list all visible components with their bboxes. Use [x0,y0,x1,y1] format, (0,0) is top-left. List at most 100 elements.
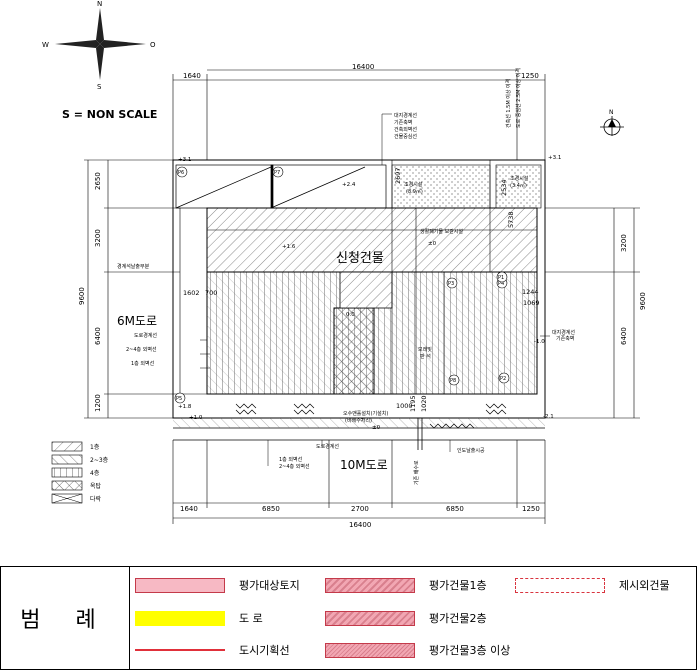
bottom-dimensions [172,440,546,524]
legend-panel: 범 례 평가대상토지 평가건물1층 제시외건물 도 로 평가건물2층 도시기획선… [0,566,697,670]
left-dimensions [84,159,180,419]
legend-swatch [135,577,225,593]
svg-text:(3.4㎡): (3.4㎡) [510,182,527,189]
legend-item-building-1f: 평가건물1층 [325,576,487,594]
svg-text:대지경계선: 대지경계선 [552,329,575,336]
svg-text:3200: 3200 [94,229,102,247]
svg-text:도로경계선: 도로경계선 [316,443,339,450]
svg-text:1640: 1640 [180,505,198,513]
svg-text:도로 중심선 2.5M 이상 이격: 도로 중심선 2.5M 이상 이격 [515,68,522,128]
svg-text:1000: 1000 [396,402,413,410]
svg-text:1244: 1244 [522,288,539,296]
svg-text:경계석날출부분: 경계석날출부분 [117,263,150,270]
legend-swatch [325,642,415,658]
building-upper-floors [206,207,538,273]
level-marks: +3.1 +3.1 +2.4 +1.6 +1.8 +1.0 -1.0 -2.1 … [178,155,561,431]
svg-text:6850: 6850 [262,505,280,513]
svg-text:-1.0: -1.0 [534,339,545,345]
svg-text:도로경계선: 도로경계선 [134,332,157,339]
right-dimensions [545,207,640,419]
west-road-label: 6M도로 [117,314,157,328]
svg-text:+1.0: +1.0 [189,415,203,421]
svg-text:2650: 2650 [94,172,102,190]
svg-text:P8: P8 [450,378,456,384]
svg-text:다락: 다락 [90,495,102,503]
annotations: 대지경계선 기존축벽 건축외벽선 건물중심선 조경시설 (8.9㎡) 조경시설 … [117,68,575,485]
svg-text:6400: 6400 [620,327,628,345]
svg-text:2700: 2700 [351,505,369,513]
svg-text:+1.8: +1.8 [178,404,192,410]
svg-text:인도날출시공: 인도날출시공 [457,447,485,454]
svg-text:옥탑: 옥탑 [90,482,102,490]
svg-text:2~3층: 2~3층 [90,456,109,464]
svg-text:+3.1: +3.1 [178,157,191,163]
building-name-label: 신청건물 [336,251,384,266]
svg-text:기존축벽: 기존축벽 [394,119,412,126]
svg-text:P7: P7 [274,170,280,176]
svg-text:1층: 1층 [90,443,100,451]
svg-text:1640: 1640 [183,72,201,80]
legend-swatch [325,610,415,626]
svg-text:1200: 1200 [94,394,102,412]
svg-text:모래및: 모래및 [418,346,432,353]
svg-text:P5: P5 [176,396,182,402]
legend-item-external-building: 제시외건물 [515,576,670,594]
landscape-area-1 [391,164,491,209]
compass-s: S [97,83,102,91]
compass-w: W [42,41,49,49]
north-arrow-icon: N [600,109,624,136]
svg-text:16400: 16400 [352,63,374,71]
svg-text:기존 배수로: 기존 배수로 [413,460,420,485]
svg-text:±0: ±0 [428,241,437,247]
svg-text:700: 700 [205,289,217,297]
svg-text:1020: 1020 [420,395,428,412]
svg-text:오수맨홀설치(기설치): 오수맨홀설치(기설치) [343,410,388,417]
svg-text:기존축벽: 기존축벽 [556,335,574,342]
svg-text:조경시설: 조경시설 [404,181,423,188]
legend-swatch [135,610,225,626]
legend-swatch [325,577,415,593]
svg-text:6400: 6400 [94,327,102,345]
svg-text:P6: P6 [178,170,184,176]
svg-text:판 석: 판 석 [420,353,431,360]
svg-text:P3: P3 [448,281,454,287]
svg-text:생활폐기물 보관시설: 생활폐기물 보관시설 [420,228,463,235]
svg-text:N: N [609,109,614,116]
compass-e: O [150,41,156,49]
legend-item-building-2f: 평가건물2층 [325,609,487,627]
legend-swatch [515,577,605,593]
svg-text:1195: 1195 [409,395,417,412]
svg-text:(8.9㎡): (8.9㎡) [406,188,423,195]
legend-item-building-3f-up: 평가건물3층 이상 [325,641,510,659]
svg-text:0.0: 0.0 [346,312,355,318]
stair-core [333,307,375,395]
svg-text:4층: 4층 [90,469,100,477]
svg-text:16400: 16400 [349,521,371,529]
svg-text:+1.6: +1.6 [282,244,296,250]
drainage-marks [235,403,507,429]
landscape-area-2 [495,164,542,209]
svg-text:±0: ±0 [372,425,381,431]
compass-n: N [97,0,102,8]
svg-text:2~4층 외벽선: 2~4층 외벽선 [126,346,157,353]
svg-text:9600: 9600 [639,292,647,310]
south-road-label: 10M도로 [340,458,388,472]
survey-points: P6 P7 P5 P3 P4 P1 P2 P8 [174,166,510,404]
svg-text:1602: 1602 [183,289,200,297]
svg-text:+3.1: +3.1 [548,155,561,161]
svg-text:대지경계선: 대지경계선 [394,112,417,119]
legend-swatch [135,649,225,651]
svg-text:1250: 1250 [521,72,539,80]
svg-text:1층 외벽선: 1층 외벽선 [279,456,303,463]
svg-text:P1: P1 [498,275,504,281]
legend-item-target-land: 평가대상토지 [135,576,300,594]
svg-text:(비배수처리): (비배수처리) [345,417,372,424]
legend-item-city-planning-line: 도시기획선 [135,641,290,659]
svg-text:1069: 1069 [523,299,540,307]
legend-item-road: 도 로 [135,609,263,627]
svg-text:건축외벽선: 건축외벽선 [394,126,417,133]
svg-text:3200: 3200 [620,234,628,252]
svg-text:건물중심선: 건물중심선 [394,133,417,140]
svg-text:+2.4: +2.4 [342,182,356,188]
